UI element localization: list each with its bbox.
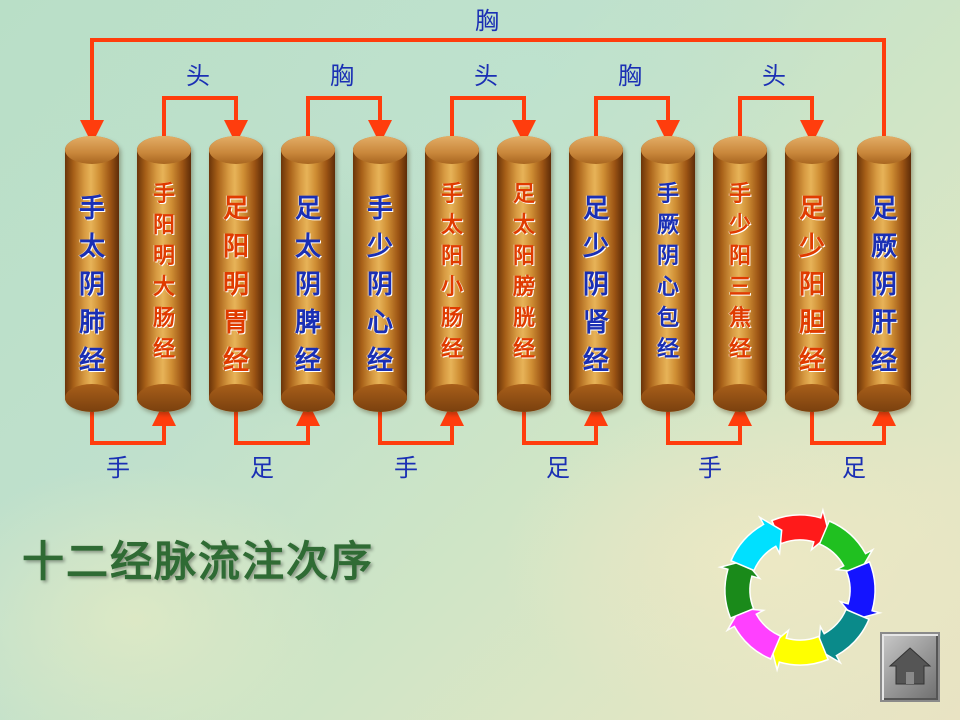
meridian-name: 足太阴脾经 [294,194,321,376]
connector-label: 头 [186,62,210,90]
cylinder-body [353,136,407,412]
cylinder-bottom [497,384,551,412]
meridian-name: 足厥阴肝经 [870,194,897,376]
cylinder-body [425,136,479,412]
meridian-column: 手太阴肺经 [65,136,119,412]
cylinder-body [209,136,263,412]
connector-label: 胸 [618,62,642,90]
meridian-column: 手厥阴心包经 [641,136,695,412]
cylinder-top [353,136,407,164]
cylinder-top [785,136,839,164]
upper-connector-arrow [450,96,536,144]
cycle-arrow-segment [717,559,762,620]
connector-label: 头 [762,62,786,90]
cylinder-bottom [713,384,767,412]
meridian-name: 手少阴心经 [366,194,393,376]
connector-label: 手 [106,454,130,482]
upper-connector-arrow [162,96,248,144]
cylinder-bottom [353,384,407,412]
cylinder-bottom [281,384,335,412]
connector-label: 手 [394,454,418,482]
meridian-name: 手阳明大肠经 [152,182,175,362]
meridian-column: 足厥阴肝经 [857,136,911,412]
lower-connector-arrow [234,402,320,445]
cylinder-body [497,136,551,412]
cylinder-top [65,136,119,164]
cylinder-body [65,136,119,412]
cylinder-bottom [209,384,263,412]
cylinder-top [569,136,623,164]
meridian-name: 足少阳胆经 [798,194,825,376]
lower-connector-arrow [810,402,896,445]
upper-connector-arrow [738,96,824,144]
meridian-name: 足阳明胃经 [222,194,249,376]
meridian-name: 足太阳膀胱经 [512,182,535,362]
connector-label: 头 [474,62,498,90]
cycle-arrow-segment [725,607,782,660]
meridian-column: 足太阳膀胱经 [497,136,551,412]
cylinder-bottom [137,384,191,412]
cylinder-bottom [857,384,911,412]
home-button[interactable] [880,632,940,702]
cycle-arrow-segment [838,560,883,621]
cylinder-body [569,136,623,412]
cylinder-top [209,136,263,164]
meridian-name: 手太阴肺经 [78,194,105,376]
cylinder-top [713,136,767,164]
lower-connector-arrow [522,402,608,445]
cycle-arrow-segment [730,515,783,572]
home-icon [888,647,932,685]
upper-connector-arrow [306,96,392,144]
cycle-arrow-segment [770,507,831,552]
lower-connector-arrow [378,402,464,445]
cylinder-body [857,136,911,412]
cylinder-top [641,136,695,164]
connector-label: 足 [842,454,866,482]
meridian-column: 足太阴脾经 [281,136,335,412]
cylinder-bottom [425,384,479,412]
cylinder-bottom [569,384,623,412]
cylinder-body [281,136,335,412]
cylinder-top [497,136,551,164]
cylinder-bottom [641,384,695,412]
lower-connector-arrow [666,402,752,445]
cylinder-top [281,136,335,164]
cycle-arrow-segment [818,520,875,573]
top-loop-arrow [80,38,886,144]
meridian-name: 足少阴肾经 [582,194,609,376]
cylinder-top [137,136,191,164]
meridian-column: 足少阳胆经 [785,136,839,412]
meridian-column: 手少阳三焦经 [713,136,767,412]
cylinder-bottom [65,384,119,412]
top-connector-label: 胸 [475,7,499,35]
connector-label: 手 [698,454,722,482]
connector-label: 足 [250,454,274,482]
meridian-column: 手阳明大肠经 [137,136,191,412]
cylinder-bottom [785,384,839,412]
connector-label: 胸 [330,62,354,90]
meridian-column: 足阳明胃经 [209,136,263,412]
lower-connector-arrow [90,402,176,445]
cylinder-top [425,136,479,164]
cycle-arrow-segment [817,608,870,665]
meridian-column: 手少阴心经 [353,136,407,412]
meridian-name: 手少阳三焦经 [728,182,751,362]
connector-label: 足 [546,454,570,482]
cycle-arrow-segment [769,628,830,673]
meridian-name: 手太阳小肠经 [440,182,463,362]
meridian-column: 手太阳小肠经 [425,136,479,412]
upper-connector-arrow [594,96,680,144]
meridian-name: 手厥阴心包经 [656,182,679,362]
cylinder-body [137,136,191,412]
cylinder-body [641,136,695,412]
page-title: 十二经脉流注次序 [22,537,375,586]
cylinder-top [857,136,911,164]
cylinder-body [785,136,839,412]
meridian-column: 足少阴肾经 [569,136,623,412]
cylinder-body [713,136,767,412]
